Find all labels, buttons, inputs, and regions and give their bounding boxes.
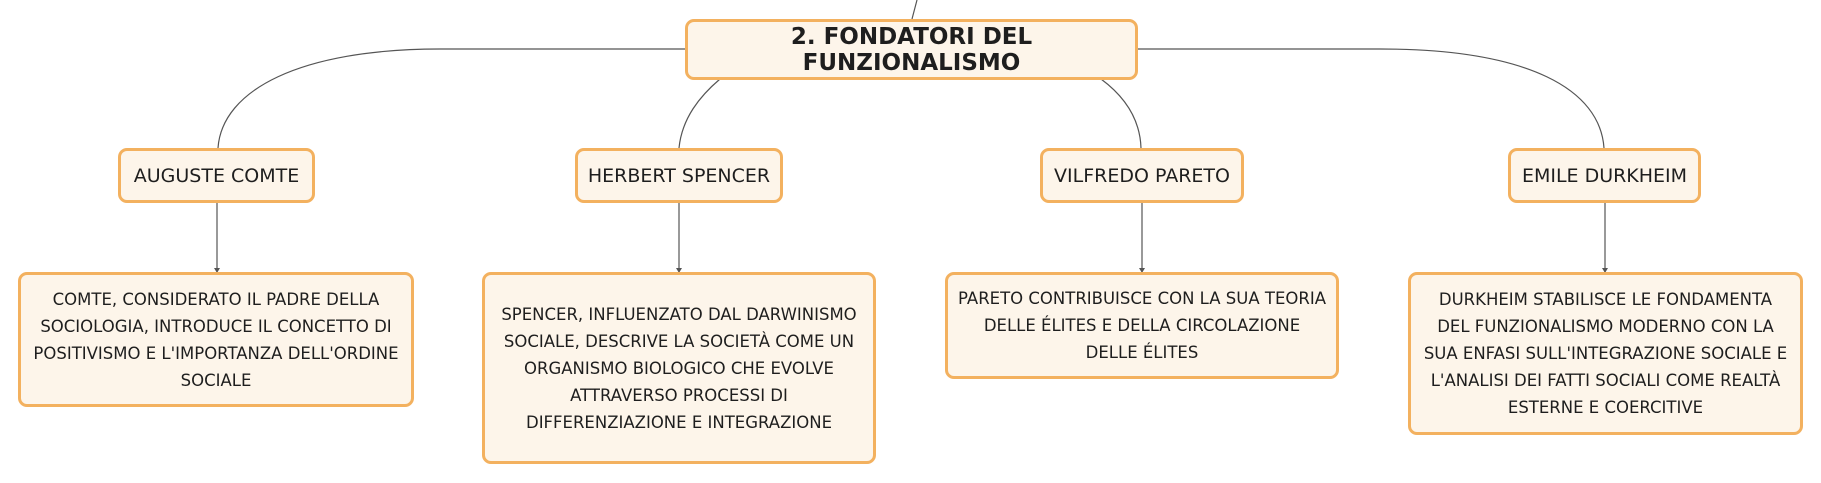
founder-name-pareto: VILFREDO PARETO [1054, 164, 1230, 187]
root-topic-label: 2. FONDATORI DEL FUNZIONALISMO [790, 23, 1033, 76]
description-text-comte: COMTE, CONSIDERATO IL PADRE DELLA SOCIOL… [33, 289, 399, 390]
arrowhead-durkheim [1602, 268, 1608, 273]
connector-root-durkheim [1137, 48, 1605, 149]
founder-name-durkheim: EMILE DURKHEIM [1521, 164, 1688, 187]
connector-root-pareto [1100, 78, 1142, 149]
founder-name-spencer: HERBERT SPENCER [587, 164, 771, 187]
founder-node-durkheim[interactable]: EMILE DURKHEIM [1508, 148, 1701, 203]
founder-node-spencer[interactable]: HERBERT SPENCER [575, 148, 783, 203]
connector-root-spencer [678, 78, 721, 149]
description-text-spencer: SPENCER, INFLUENZATO DAL DARWINISMO SOCI… [501, 304, 857, 432]
connector-root-comte [217, 48, 686, 149]
founder-name-comte: AUGUSTE COMTE [133, 164, 300, 187]
founder-node-pareto[interactable]: VILFREDO PARETO [1040, 148, 1244, 203]
description-node-durkheim[interactable]: DURKHEIM STABILISCE LE FONDAMENTA DEL FU… [1408, 272, 1803, 435]
description-node-comte[interactable]: COMTE, CONSIDERATO IL PADRE DELLA SOCIOL… [18, 272, 414, 407]
arrowhead-comte [214, 268, 220, 273]
description-text-durkheim: DURKHEIM STABILISCE LE FONDAMENTA DEL FU… [1423, 290, 1788, 417]
arrowhead-spencer [676, 268, 682, 273]
description-node-spencer[interactable]: SPENCER, INFLUENZATO DAL DARWINISMO SOCI… [482, 272, 876, 464]
root-topic-node[interactable]: 2. FONDATORI DEL FUNZIONALISMO [685, 19, 1138, 80]
description-text-pareto: PARETO CONTRIBUISCE CON LA SUA TEORIA DE… [958, 289, 1326, 362]
founder-node-comte[interactable]: AUGUSTE COMTE [118, 148, 315, 203]
arrowhead-pareto [1139, 268, 1145, 273]
description-node-pareto[interactable]: PARETO CONTRIBUISCE CON LA SUA TEORIA DE… [945, 272, 1339, 379]
connector-parent-root [911, 0, 918, 20]
